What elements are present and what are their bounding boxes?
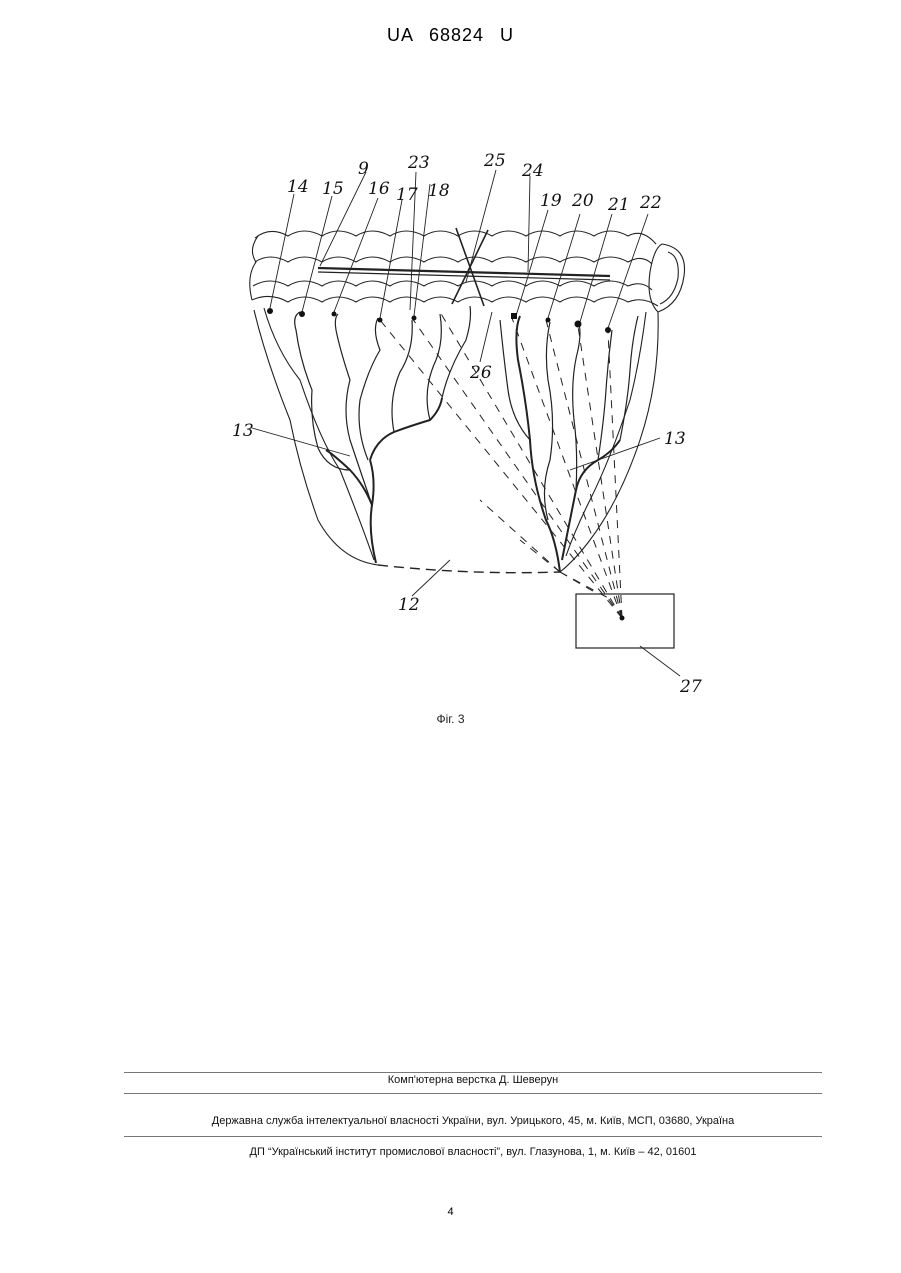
bar-25 (318, 268, 610, 276)
colon-band-left-edge (250, 236, 258, 300)
page-number: 4 (0, 1206, 901, 1218)
label-16: 16 (368, 179, 390, 199)
divider-bottom (124, 1136, 822, 1137)
label-21: 21 (607, 195, 630, 215)
probe-box-27 (576, 594, 674, 648)
label-19: 19 (540, 191, 562, 211)
institute-address: ДП “Український інститут промислової вла… (124, 1146, 822, 1158)
label-23: 23 (407, 153, 430, 173)
agency-address: Державна служба інтелектуальної власност… (124, 1115, 822, 1127)
label-9: 9 (358, 159, 369, 179)
label-13-right: 13 (664, 429, 686, 449)
label-18: 18 (428, 181, 450, 201)
label-15: 15 (322, 179, 344, 199)
label-12: 12 (398, 595, 420, 615)
label-17: 17 (396, 185, 418, 205)
patent-drawing-svg: 14 15 9 16 17 23 18 25 24 19 20 21 22 13… (200, 140, 740, 720)
colon-band-top (255, 231, 656, 244)
base-line-12 (378, 565, 560, 573)
vessel-markers (267, 308, 625, 621)
label-22: 22 (639, 193, 662, 213)
label-26: 26 (469, 363, 492, 383)
label-24: 24 (521, 161, 544, 181)
label-14: 14 (287, 177, 309, 197)
label-20: 20 (571, 191, 594, 211)
divider-top (124, 1072, 822, 1073)
layout-credit: Комп'ютерна верстка Д. Шеверун (124, 1074, 822, 1086)
label-25: 25 (483, 151, 506, 171)
signal-rays (380, 312, 622, 618)
document-number: UA 68824 U (0, 25, 901, 46)
figure-caption: Фіг. 3 (0, 712, 901, 726)
divider-middle (124, 1093, 822, 1094)
patent-drawing: 14 15 9 16 17 23 18 25 24 19 20 21 22 13… (200, 140, 740, 720)
label-27: 27 (679, 677, 702, 697)
colon-right-loop (649, 244, 685, 312)
left-mesentery-outline (254, 310, 378, 565)
label-13-left: 13 (232, 421, 254, 441)
